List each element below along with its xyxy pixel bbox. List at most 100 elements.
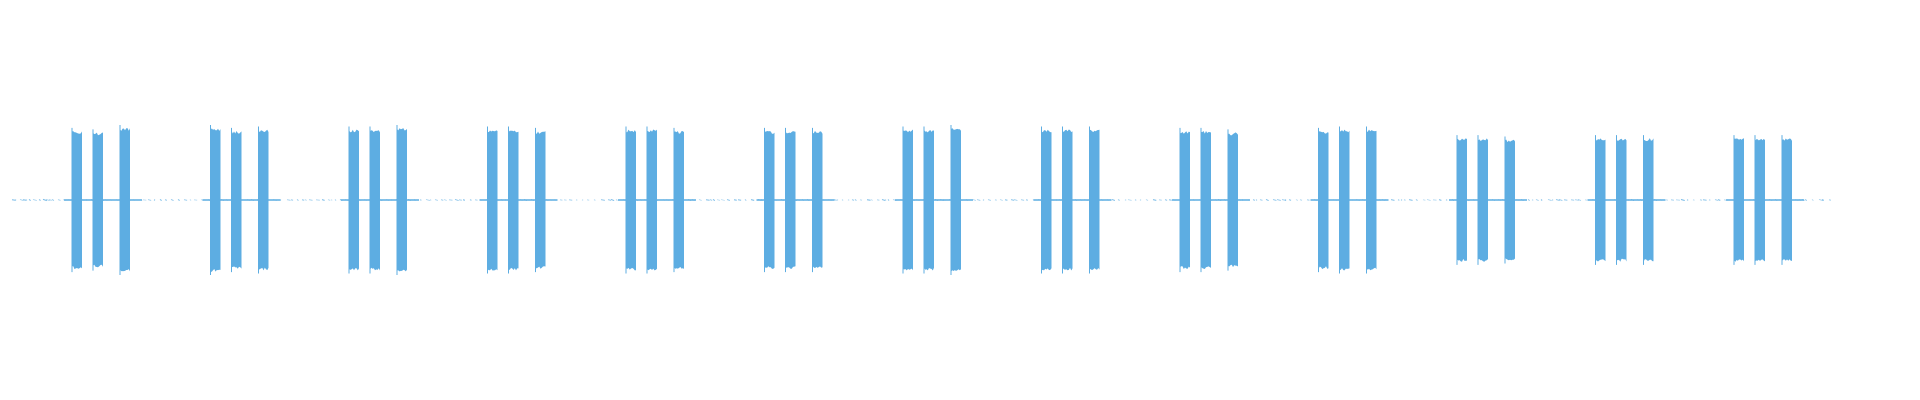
waveform-baseline-segment xyxy=(51,198,55,202)
waveform-baseline-segment xyxy=(1555,199,1560,201)
waveform-baseline-segment xyxy=(1276,199,1281,201)
waveform-baseline-segment xyxy=(1577,198,1582,202)
waveform-burst-group xyxy=(618,126,696,274)
waveform-burst xyxy=(1643,138,1654,262)
waveform-burst xyxy=(674,131,684,269)
waveform-baseline-segment xyxy=(193,199,198,201)
waveform-baseline-segment xyxy=(308,199,313,201)
waveform-burst-group xyxy=(479,126,558,274)
waveform-baseline-segment xyxy=(1158,199,1162,201)
waveform-baseline-segment xyxy=(183,199,188,201)
waveform-baseline-segment xyxy=(1818,198,1823,202)
waveform-baseline-segment xyxy=(866,199,871,201)
waveform-burst xyxy=(1616,138,1627,262)
waveform-baseline-segment xyxy=(705,199,710,201)
waveform-baseline-segment xyxy=(419,199,422,201)
waveform-burst xyxy=(508,130,519,271)
waveform-baseline-segment xyxy=(45,198,50,202)
waveform-baseline-segment xyxy=(1295,198,1299,202)
waveform-baseline-segment xyxy=(19,198,24,202)
waveform-baseline-segment xyxy=(887,199,890,201)
waveform-baseline-segment xyxy=(42,198,47,202)
waveform-burst xyxy=(258,129,269,271)
waveform-burst-group xyxy=(1587,135,1666,265)
waveform-baseline-segment xyxy=(1117,199,1120,201)
waveform-burst-group xyxy=(1033,126,1112,274)
waveform-baseline-segment xyxy=(726,199,731,201)
waveform-burst xyxy=(626,129,636,271)
waveform-baseline-segment xyxy=(25,199,28,201)
waveform-burst-group xyxy=(1726,135,1804,265)
waveform-baseline-segment xyxy=(1811,199,1814,201)
waveform-burst-group xyxy=(202,125,281,275)
waveform-baseline-segment xyxy=(1252,199,1256,201)
waveform-burst-group xyxy=(1172,127,1250,273)
waveform-baseline-segment xyxy=(976,199,981,201)
waveform-baseline-segment xyxy=(1013,198,1018,202)
waveform-burst-group xyxy=(1449,135,1527,265)
waveform-burst-group xyxy=(895,125,973,275)
waveform-baseline-segment xyxy=(1124,199,1127,201)
waveform-baseline-segment xyxy=(1717,199,1721,201)
waveform-baseline-segment xyxy=(32,198,37,202)
waveform-baseline-segment xyxy=(429,199,432,201)
waveform-baseline-segment xyxy=(847,199,850,201)
waveform-burst xyxy=(1782,138,1792,262)
waveform-burst xyxy=(1734,138,1744,262)
waveform-baseline-segment xyxy=(164,199,168,201)
waveform-baseline-segment xyxy=(982,199,985,201)
waveform-baseline-segment xyxy=(142,199,147,201)
waveform-baseline-segment xyxy=(999,198,1003,202)
waveform-baseline-segment xyxy=(1563,199,1568,201)
waveform-baseline-segment xyxy=(1390,199,1395,201)
waveform-baseline-segment xyxy=(321,199,325,201)
waveform-baseline-segment xyxy=(147,199,152,201)
waveform-baseline-segment xyxy=(1259,199,1263,201)
waveform-burst xyxy=(1505,139,1515,261)
waveform-baseline-segment xyxy=(434,199,439,201)
waveform-burst-group xyxy=(1310,126,1389,274)
waveform-baseline-segment xyxy=(159,199,162,201)
waveform-burst-group xyxy=(341,125,419,275)
waveform-baseline-segment xyxy=(1558,198,1563,202)
waveform-baseline-segment xyxy=(1164,199,1168,201)
waveform-baseline-segment xyxy=(1152,199,1157,201)
waveform-baseline-segment xyxy=(1127,199,1132,201)
waveform-burst xyxy=(120,128,130,272)
waveform-baseline-segment xyxy=(1570,199,1575,201)
waveform-baseline-segment xyxy=(881,199,886,201)
waveform-baseline-segment xyxy=(1168,199,1172,201)
waveform-baseline-segment xyxy=(870,199,873,201)
waveform-burst xyxy=(647,129,657,271)
waveform-baseline-segment xyxy=(57,199,61,201)
waveform-burst xyxy=(349,129,359,271)
waveform-baseline-segment xyxy=(1675,199,1681,201)
waveform-baseline-segment xyxy=(1551,199,1554,201)
waveform-baseline-segment xyxy=(1255,199,1258,201)
waveform-burst xyxy=(535,131,546,269)
waveform-baseline-segment xyxy=(1145,199,1149,201)
waveform-burst-group xyxy=(64,125,142,275)
waveform-baseline-segment xyxy=(600,199,605,201)
waveform-baseline-segment xyxy=(48,199,52,201)
waveform-baseline-segment xyxy=(720,198,725,202)
waveform-burst xyxy=(210,128,221,272)
waveform-baseline-segment xyxy=(1403,199,1406,201)
waveform-burst xyxy=(1318,131,1329,270)
waveform-baseline-segment xyxy=(454,198,459,202)
waveform-baseline-segment xyxy=(189,199,192,201)
waveform-baseline-segment xyxy=(170,198,174,202)
waveform-baseline-segment xyxy=(1134,199,1137,201)
waveform-burst xyxy=(1228,132,1238,268)
waveform-burst xyxy=(370,130,380,271)
waveform-baseline-segment xyxy=(443,198,447,202)
waveform-burst xyxy=(1062,129,1073,271)
waveform-baseline-segment xyxy=(972,198,977,202)
waveform-burst xyxy=(1339,129,1350,271)
waveform-baseline-segment xyxy=(859,199,863,201)
waveform-baseline-segment xyxy=(1020,199,1025,201)
waveform-burst xyxy=(397,128,407,272)
waveform-baseline-segment xyxy=(334,199,337,201)
waveform-baseline-segment xyxy=(1535,198,1539,202)
